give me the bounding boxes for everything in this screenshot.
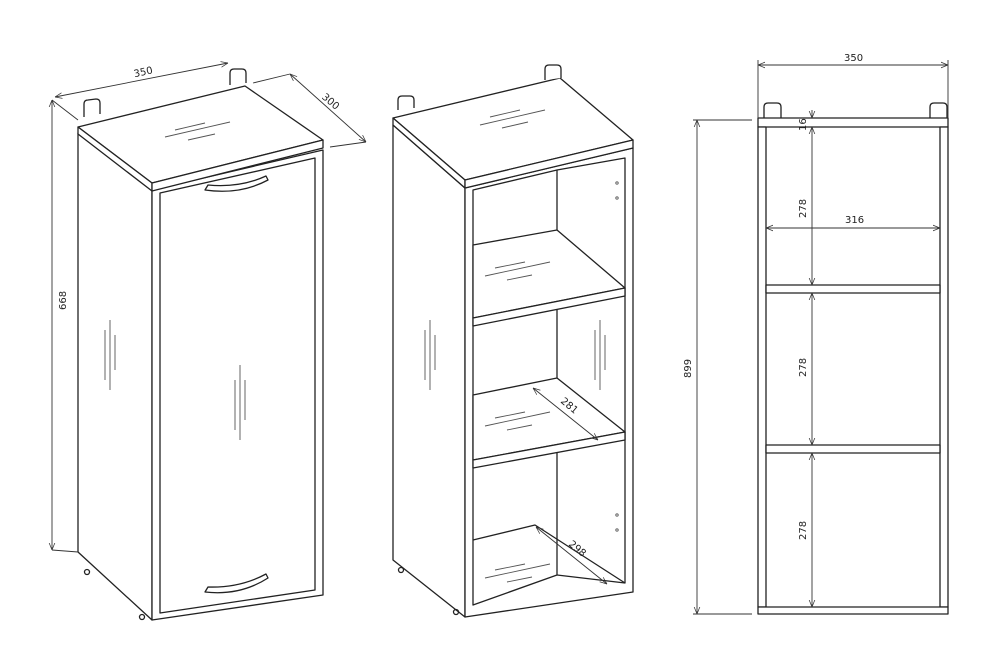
- hanger-right: [229, 68, 247, 85]
- dim-total-height: 899: [683, 359, 694, 378]
- dim-height: 668: [58, 291, 69, 310]
- front-shelf-1: [765, 284, 941, 294]
- dim-top-thickness: 16: [798, 118, 809, 131]
- closed-cabinet: 350 300 668: [52, 63, 366, 621]
- open-cabinet: 281 298: [392, 64, 634, 618]
- door: [159, 157, 316, 614]
- hanger-left: [83, 98, 101, 117]
- dim-compartment-2: 278: [798, 358, 809, 377]
- dim-inner-width: 316: [845, 215, 864, 226]
- door-handle-top: [204, 175, 269, 192]
- dim-compartment-3: 278: [798, 521, 809, 540]
- door-handle-bottom: [204, 573, 269, 594]
- dim-width: 350: [133, 65, 154, 80]
- front-view: 350 899 16 316 278 278 278: [683, 53, 949, 615]
- dim-front-width: 350: [844, 53, 863, 64]
- front-shelf-2: [765, 444, 941, 454]
- dim-compartment-1: 278: [798, 199, 809, 218]
